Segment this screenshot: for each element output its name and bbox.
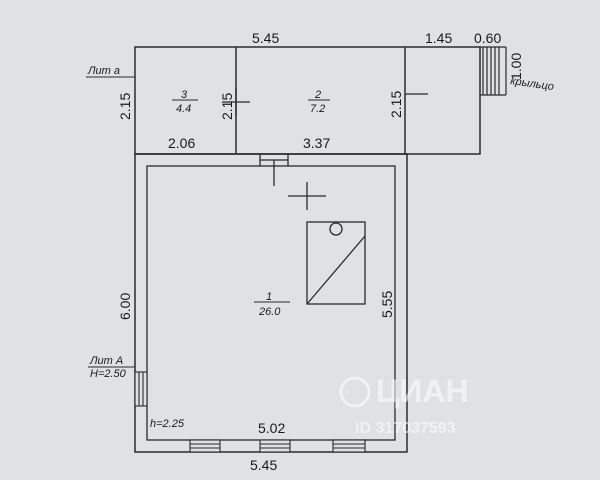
dim-top-c: 0.60 [474,30,501,46]
height-main-label: H=2.50 [90,368,127,380]
lit-a-big-label: Лит А [89,355,123,367]
room-2-area: 7.2 [310,103,325,115]
porch-label: крыльцо [510,75,555,93]
room-2-number: 2 [314,89,321,101]
watermark-pin-icon [339,376,371,408]
dim-inner-bottom: 5.02 [258,420,285,436]
window-left [134,371,148,407]
room-1-area: 26.0 [258,306,281,318]
main-outer-wall [134,153,408,453]
window-bottom-1 [189,439,221,453]
stove [306,221,366,305]
room-1-number: 1 [266,291,272,303]
watermark: ЦИАН ID 317037593 [339,373,469,437]
porch-steps [480,46,507,96]
dim-top-a: 5.45 [252,30,279,46]
dim-room3-width: 2.06 [168,135,195,151]
room-3-number: 3 [181,89,188,101]
window-bottom-3 [332,439,366,453]
watermark-brand: ЦИАН [376,373,469,409]
lit-a-small-label: Лит а [87,65,120,77]
cross-marker-main [273,160,326,210]
dim-left-upper: 2.15 [117,93,133,120]
dim-outer-bottom: 5.45 [250,457,277,473]
dim-right-main: 5.55 [379,291,395,318]
room-3-area: 4.4 [176,103,191,115]
cross-marker-room3 [222,88,250,116]
dim-stair-height: 1.00 [508,53,524,80]
height-inner-label: h=2.25 [150,418,185,430]
window-bottom-2 [259,439,291,453]
watermark-id: ID 317037593 [355,420,456,437]
dim-left-main: 6.00 [117,293,133,320]
dim-room2-width: 3.37 [303,135,330,151]
main-inner-wall [146,165,396,441]
dim-room2-height: 2.15 [388,91,404,118]
dim-top-b: 1.45 [425,30,452,46]
dim-room3-height: 2.15 [219,93,235,120]
